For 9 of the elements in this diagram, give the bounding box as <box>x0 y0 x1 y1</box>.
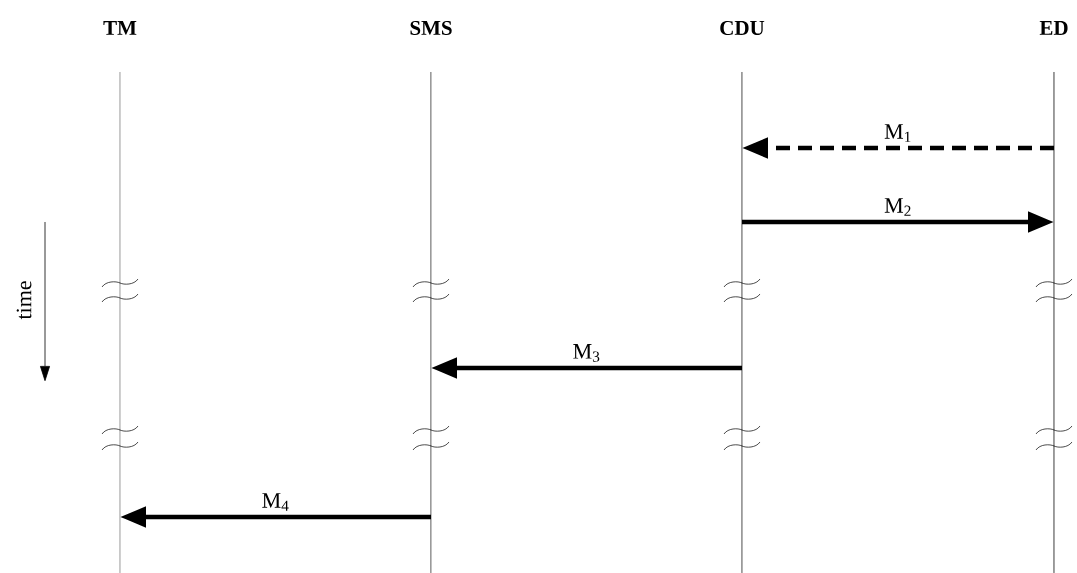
lifeline-heading: CDU <box>720 20 765 36</box>
edge-label: M$_{1}$ <box>884 124 911 142</box>
lifeline-heading: ED <box>1039 21 1068 35</box>
edge-label: M$_{2}$ <box>884 198 911 216</box>
edge-label: M$_{3}$ <box>573 344 600 362</box>
lifeline-heading: SMS <box>410 20 452 36</box>
lifeline-heading: TM <box>103 21 137 35</box>
axis-label: time <box>16 281 32 320</box>
edge-label: M$_{4}$ <box>262 493 289 511</box>
